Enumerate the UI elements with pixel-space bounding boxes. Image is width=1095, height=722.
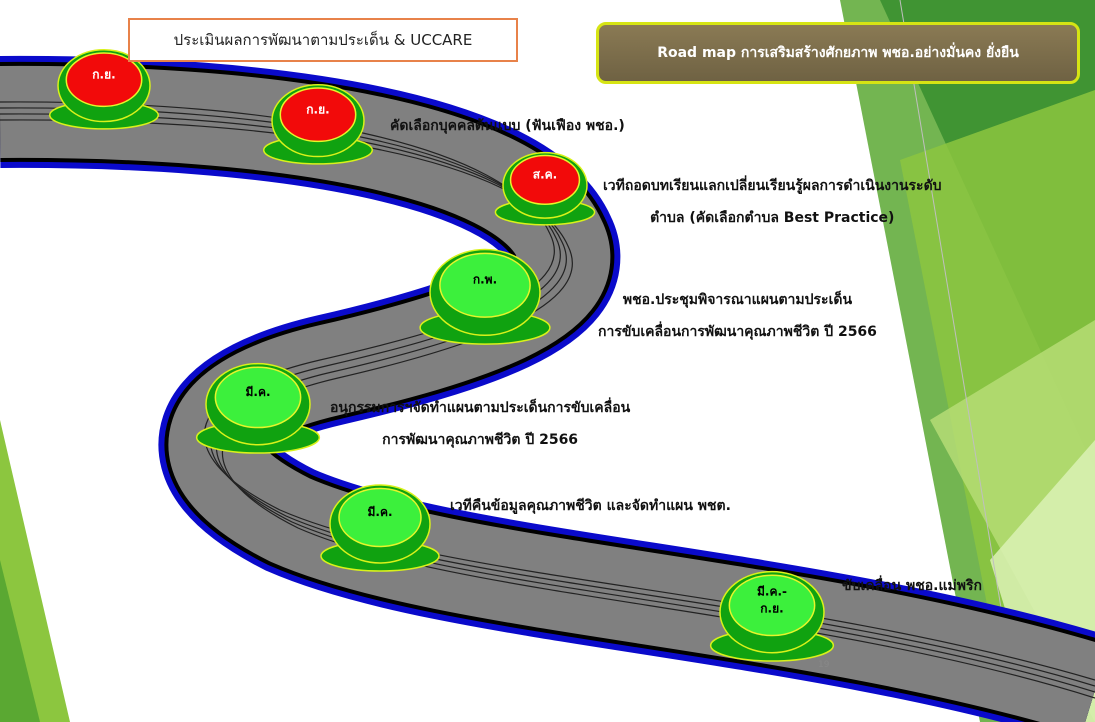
pin-top [728,574,816,637]
caption-line: การพัฒนาคุณภาพชีวิต ปี 2566 [382,432,579,448]
caption-line: คัดเลือกบุคคลต้นแบบ (ฟันเฟือง พชอ.) [390,118,625,134]
caption-line: พชอ.ประชุมพิจารณาแผนตามประเด็น [622,292,853,308]
road-asphalt [0,65,1095,722]
pin-top [214,366,302,429]
pin-month-label: ก.พ. [473,273,497,287]
pin-top [439,252,531,318]
pin-top [338,487,422,548]
pin-month-label: ก.ย. [306,102,329,116]
milestone-pin: มี.ค. [195,362,321,454]
pin-month-label: ก.ย. [760,601,783,615]
milestone-pin: ก.พ. [419,248,551,345]
pin-top [279,87,357,143]
road-lane-lines [0,101,1095,699]
milestone-caption-2: เวทีถอดบทเรียนแลกเปลี่ยนเรียนรู้ผลการดำเ… [603,170,942,234]
evaluation-label: ประเมินผลการพัฒนาตามประเด็น & UCCARE [173,31,473,49]
milestone-pin: มี.ค.- ก.ย. [709,570,835,662]
milestone-caption-1: คัดเลือกบุคคลต้นแบบ (ฟันเฟือง พชอ.) [390,110,625,142]
pin-month-label: มี.ค. [245,385,270,399]
pin-top [509,154,581,206]
milestone-pin: ก.ย. [48,49,160,130]
pin-month-label: มี.ค. [367,505,392,519]
pin-month-label: ส.ค. [533,168,557,182]
caption-line: เวทีถอดบทเรียนแลกเปลี่ยนเรียนรู้ผลการดำเ… [603,178,942,194]
pin-top [65,52,143,108]
caption-line: ขับเคลื่อน พชอ.แม่พริก [842,578,982,594]
page-number: 19 [818,660,830,670]
roadmap-title-box: Road map การเสริมสร้างศักยภาพ พชอ.อย่างม… [596,22,1080,84]
milestone-pin: ส.ค. [494,151,596,226]
caption-line: เวทีคืนข้อมูลคุณภาพชีวิต และจัดทำแผน พชต… [450,498,731,514]
caption-line: อนุกรรมการฯจัดทำแผนตามประเด็นการขับเคลื่… [330,400,631,416]
roadmap-title: Road map การเสริมสร้างศักยภาพ พชอ.อย่างม… [657,45,1019,61]
milestone-pin: ก.ย. [262,84,374,165]
milestone-pins: ก.ย. ก.ย. ส.ค. ก.พ. มี.ค. มี.ค. มี.ค.- ก.ย. [48,49,835,662]
caption-line: การขับเคลื่อนการพัฒนาคุณภาพชีวิต ปี 2566 [598,324,877,340]
decor-green-triangle [0,560,40,722]
milestone-caption-6: ขับเคลื่อน พชอ.แม่พริก [842,570,982,602]
pin-month-label: มี.ค.- [757,584,787,598]
caption-line: ตำบล (คัดเลือกตำบล Best Practice) [650,210,895,226]
milestone-caption-4: อนุกรรมการฯจัดทำแผนตามประเด็นการขับเคลื่… [330,392,630,456]
milestone-pin: มี.ค. [320,484,440,572]
decor-line [899,0,1021,722]
milestone-caption-5: เวทีคืนข้อมูลคุณภาพชีวิต และจัดทำแผน พชต… [450,490,731,522]
pin-month-label: ก.ย. [92,67,115,81]
evaluation-label-box: ประเมินผลการพัฒนาตามประเด็น & UCCARE [128,18,518,62]
milestone-caption-3: พชอ.ประชุมพิจารณาแผนตามประเด็น การขับเคล… [598,284,877,348]
